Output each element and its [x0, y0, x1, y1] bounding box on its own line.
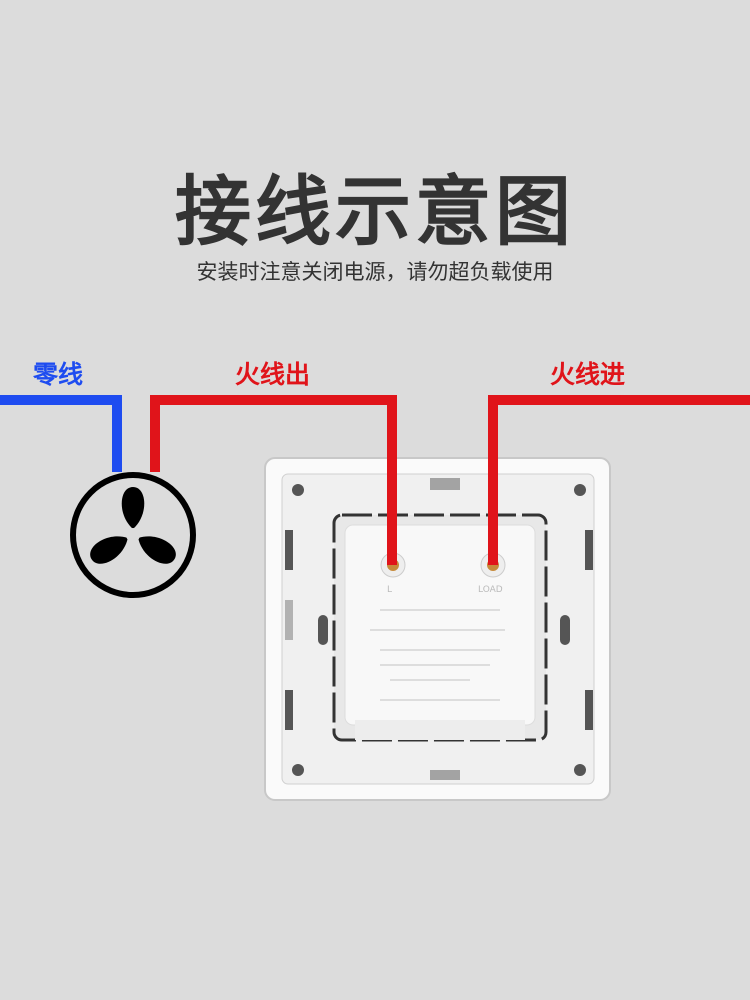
live-out-wire — [150, 395, 397, 565]
safety-note: 安装时注意关闭电源，请勿超负载使用 — [196, 260, 554, 284]
neutral-wire — [0, 395, 122, 472]
live-in-wire — [488, 395, 750, 565]
fan-icon — [70, 472, 196, 598]
neutral-wire-label: 零线 — [33, 360, 84, 389]
terminal-load-label: LOAD — [478, 585, 503, 595]
diagram-title: 接线示意图 — [175, 167, 575, 256]
live-out-label: 火线出 — [235, 360, 311, 389]
terminal-l-label: L — [387, 585, 393, 595]
live-in-label: 火线进 — [550, 360, 626, 389]
switch-module — [344, 524, 536, 740]
